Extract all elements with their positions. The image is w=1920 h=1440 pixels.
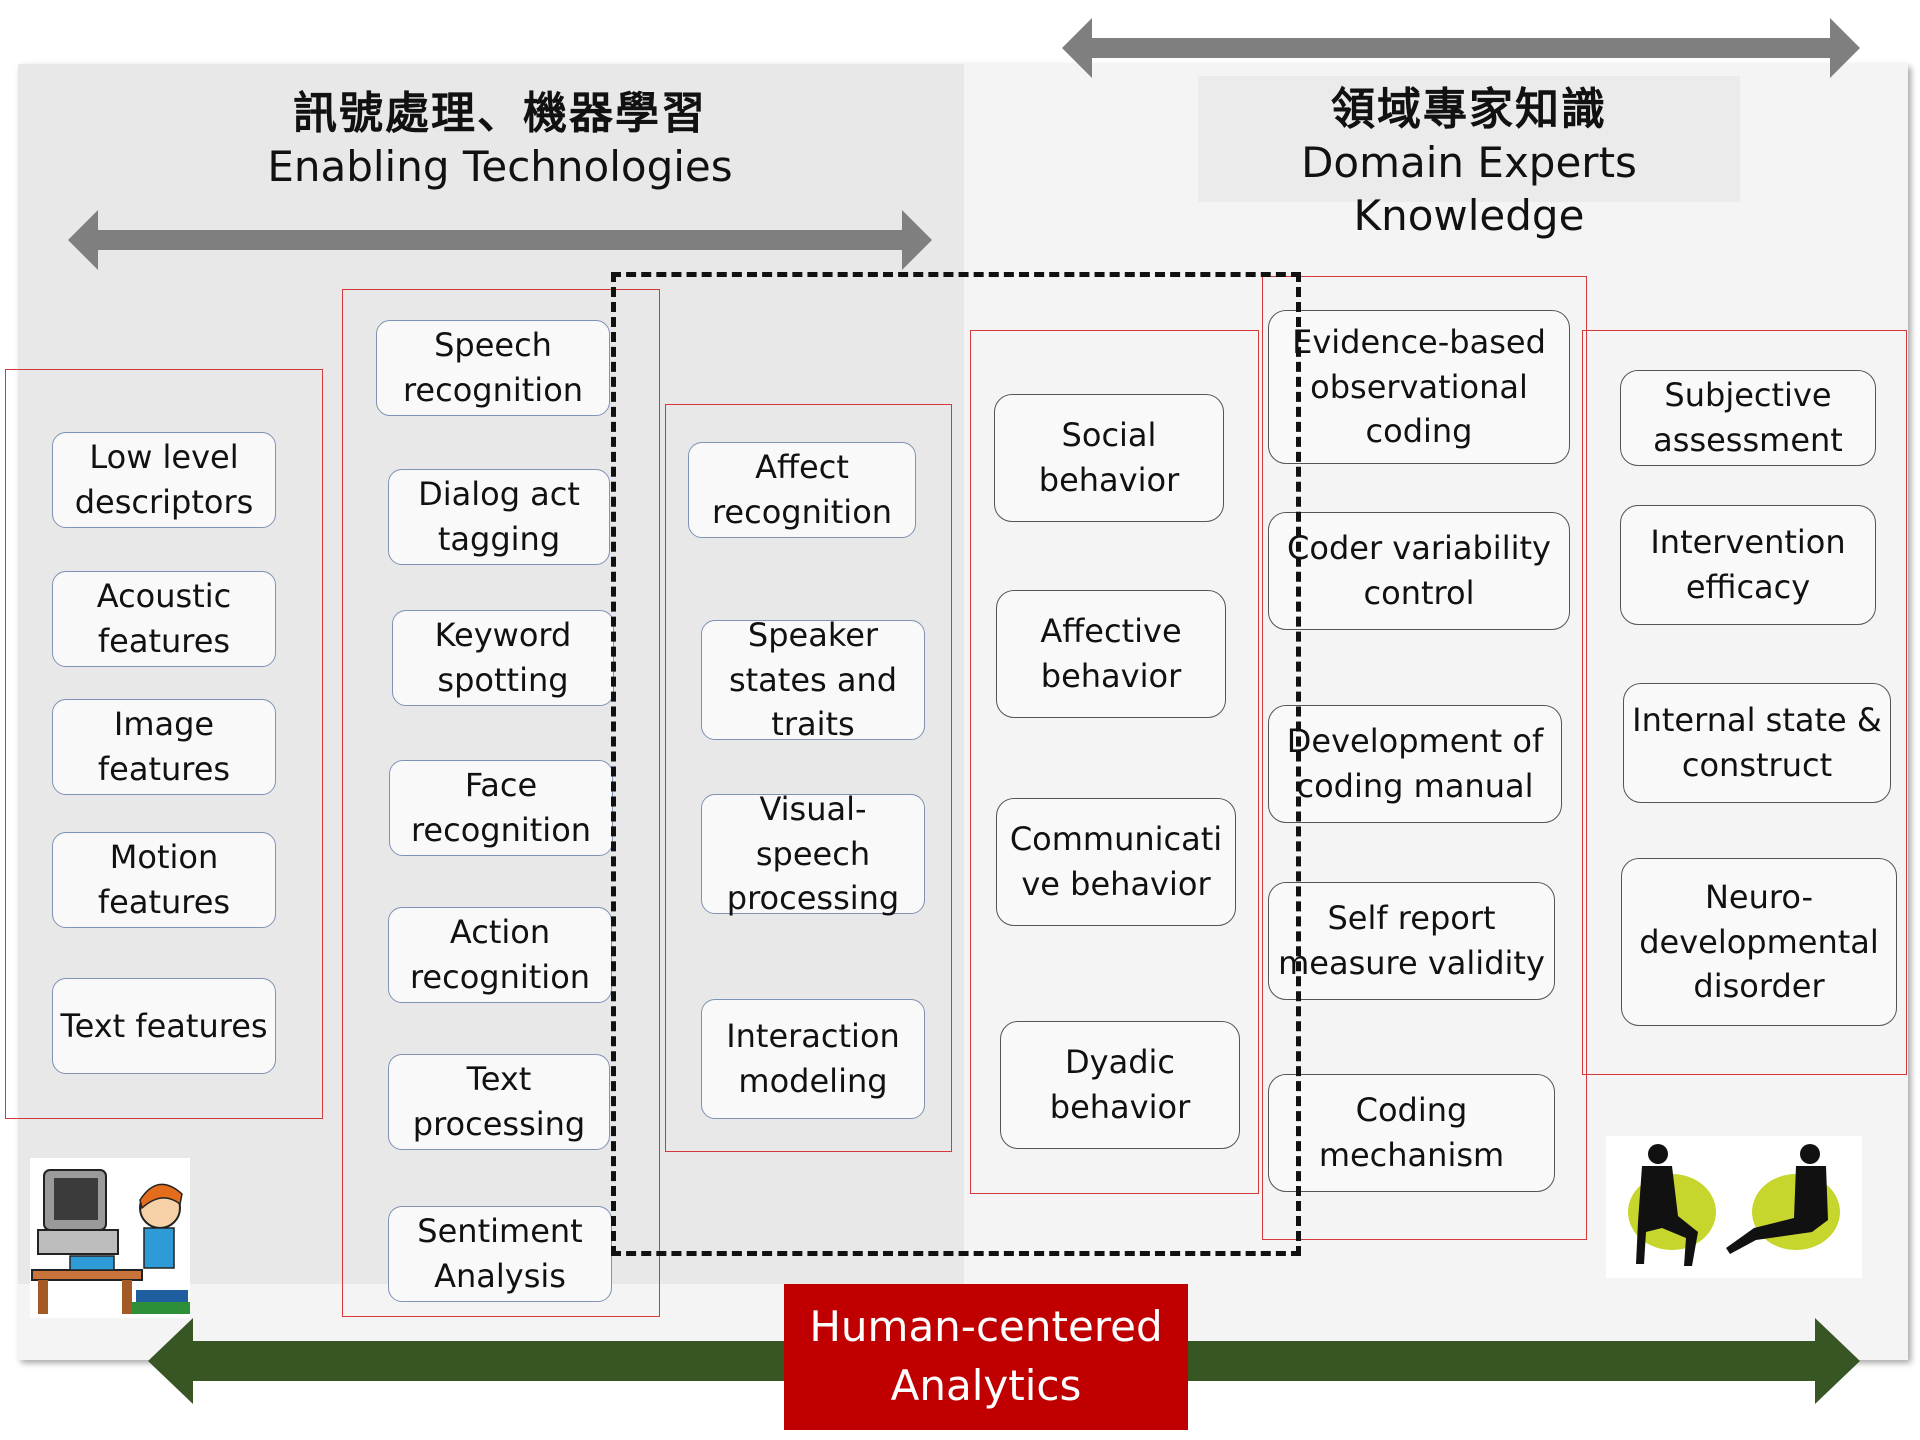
recognition-node: Face recognition <box>389 760 613 856</box>
behavior-node: Communicati ve behavior <box>996 798 1236 926</box>
computer-user-illustration <box>30 1158 190 1318</box>
assessment-node: Internal state & construct <box>1623 683 1891 803</box>
coding-node: Self report measure validity <box>1268 882 1555 1000</box>
features-column-frame <box>5 369 323 1119</box>
coding-node: Evidence-based observational coding <box>1268 310 1570 464</box>
feature-node: Text features <box>52 978 276 1074</box>
affective-node: Visual- speech processing <box>701 790 925 917</box>
feature-node: Low level descriptors <box>52 432 276 528</box>
feature-node: Acoustic features <box>52 571 276 667</box>
right-title-en: Domain Experts Knowledge <box>1301 138 1637 240</box>
left-title-en: Enabling Technologies <box>267 142 733 191</box>
recognition-node: Keyword spotting <box>392 610 614 706</box>
assessment-node: Neuro- developmental disorder <box>1621 858 1897 1026</box>
coding-node: Development of coding manual <box>1268 705 1562 823</box>
right-title: 領域專家知識 Domain Experts Knowledge <box>1198 82 1740 242</box>
affective-node: Speaker states and traits <box>701 616 925 743</box>
affective-node: Affect recognition <box>688 442 916 538</box>
affective-node: Interaction modeling <box>701 999 925 1119</box>
right-title-zh: 領域專家知識 <box>1331 84 1607 135</box>
assessment-node: Intervention efficacy <box>1620 505 1876 625</box>
left-title-zh: 訊號處理、機器學習 <box>293 88 707 139</box>
behavior-column-frame <box>970 330 1259 1194</box>
coding-node: Coder variability control <box>1268 512 1570 630</box>
two-people-illustration <box>1606 1136 1862 1278</box>
feature-node: Motion features <box>52 832 276 928</box>
recognition-node: Action recognition <box>388 907 612 1003</box>
recognition-node: Sentiment Analysis <box>388 1206 612 1302</box>
feature-node: Image features <box>52 699 276 795</box>
coding-node: Coding mechanism <box>1268 1074 1555 1192</box>
assessment-column-frame <box>1582 330 1907 1075</box>
recognition-node: Text processing <box>388 1054 610 1150</box>
behavior-node: Social behavior <box>994 394 1224 522</box>
affective-column-frame <box>665 404 952 1152</box>
human-centered-analytics-label: Human-centered Analytics <box>784 1284 1188 1430</box>
behavior-node: Affective behavior <box>996 590 1226 718</box>
recognition-node: Speech recognition <box>376 320 610 416</box>
coding-column-frame <box>1262 276 1587 1240</box>
left-title: 訊號處理、機器學習 Enabling Technologies <box>60 86 940 194</box>
recognition-column-frame <box>342 289 660 1317</box>
top-right-double-arrow <box>1062 18 1860 78</box>
behavior-node: Dyadic behavior <box>1000 1021 1240 1149</box>
domain-title-background <box>1198 76 1740 202</box>
left-double-arrow <box>68 210 932 270</box>
assessment-node: Subjective assessment <box>1620 370 1876 466</box>
focus-dashed-region <box>611 272 1301 1256</box>
recognition-node: Dialog act tagging <box>388 469 610 565</box>
